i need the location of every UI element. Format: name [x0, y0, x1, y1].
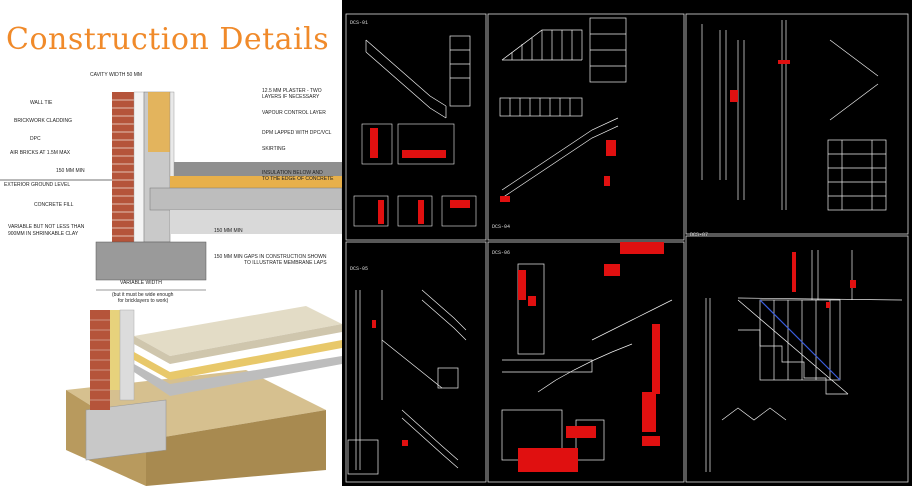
label-variable-width-1: VARIABLE WIDTH — [120, 280, 162, 286]
stair-drawing-4 — [347, 289, 467, 475]
foundation — [95, 241, 207, 281]
label-variable-1: VARIABLE BUT NOT LESS THAN — [8, 224, 85, 230]
label-variable-width-2: (but it must be wide enough — [112, 292, 174, 298]
wall-insulation — [148, 92, 170, 152]
sheet-label-dcs01: DCS-01 — [350, 20, 368, 26]
page-title: Construction Details — [6, 22, 330, 57]
cad-drawings-panel: DCS-01 DCS-04 DCS-05 DCS-06 DCS-07 — [342, 0, 912, 486]
label-insulation-2: TO THE EDGE OF CONCRETE — [262, 176, 334, 182]
label-skirting: SKIRTING — [262, 146, 286, 152]
red-details-sheet3 — [730, 60, 790, 102]
label-plaster-2: LAYERS IF NECESSARY — [262, 94, 320, 100]
foundation-3d-render — [66, 306, 342, 486]
label-variable-2: 900MM IN SHRINKABLE CLAY — [8, 231, 79, 237]
label-gaps-2: TO ILLUSTRATE MEMBRANE LAPS — [244, 260, 327, 266]
label-brickwork: BRICKWORK CLADDING — [14, 118, 72, 124]
red-details-sheet5 — [518, 242, 664, 472]
stair-drawing-2 — [499, 17, 627, 199]
wall-section-diagram: CAVITY WIDTH 50 MM WALL TIE BRICKWORK CL… — [0, 72, 342, 304]
stair-drawing-6 — [705, 250, 903, 472]
label-150mm-bottom: 150 MM MIN — [214, 254, 243, 260]
label-dpc: DPC — [30, 136, 41, 142]
red-details-sheet4 — [372, 320, 408, 446]
stair-drawing-1 — [365, 35, 471, 119]
blue-handrail — [759, 299, 841, 381]
label-150mm-mid: 150 MM MIN — [214, 228, 243, 234]
label-ground-level: EXTERIOR GROUND LEVEL — [4, 182, 70, 188]
label-cavity-width: CAVITY WIDTH 50 MM — [90, 72, 142, 78]
red-details-sheet6 — [792, 252, 856, 308]
label-air-bricks: AIR BRICKS AT 1.5M MAX — [10, 150, 71, 156]
sheet-label-dcs04: DCS-04 — [492, 224, 510, 230]
label-variable-width-3: for bricklayers to work) — [118, 298, 169, 304]
hardcore — [170, 210, 342, 234]
floor-insulation — [170, 176, 342, 188]
concrete-slab — [149, 187, 342, 211]
label-plaster-1: 12.5 MM PLASTER - TWO — [262, 88, 322, 94]
stair-drawing-3 — [701, 20, 887, 211]
label-gaps-1: GAPS IN CONSTRUCTION SHOWN — [244, 254, 327, 260]
sheet-label-dcs07: DCS-07 — [690, 232, 708, 238]
cad-sheets: DCS-01 DCS-04 DCS-05 DCS-06 DCS-07 — [345, 13, 909, 483]
label-vapour: VAPOUR CONTROL LAYER — [262, 110, 326, 116]
red-details-sheet2 — [500, 140, 616, 202]
label-insulation-1: INSULATION BELOW AND — [262, 170, 323, 176]
sheet-label-dcs05: DCS-05 — [350, 266, 368, 272]
cavity — [133, 91, 145, 243]
floor-screed — [174, 162, 342, 176]
stair-drawing-5 — [501, 263, 673, 461]
label-150mm-top: 150 MM MIN — [56, 168, 85, 174]
label-concrete-fill: CONCRETE FILL — [34, 202, 74, 208]
label-dpm: DPM LAPPED WITH DPC/VCL — [262, 130, 332, 136]
sheet-label-dcs06: DCS-06 — [492, 250, 510, 256]
red-details-sheet1 — [370, 128, 470, 224]
construction-detail-panel: Construction Details — [0, 0, 342, 486]
brickwork-leaf — [112, 92, 134, 242]
label-wall-tie: WALL TIE — [30, 100, 53, 106]
